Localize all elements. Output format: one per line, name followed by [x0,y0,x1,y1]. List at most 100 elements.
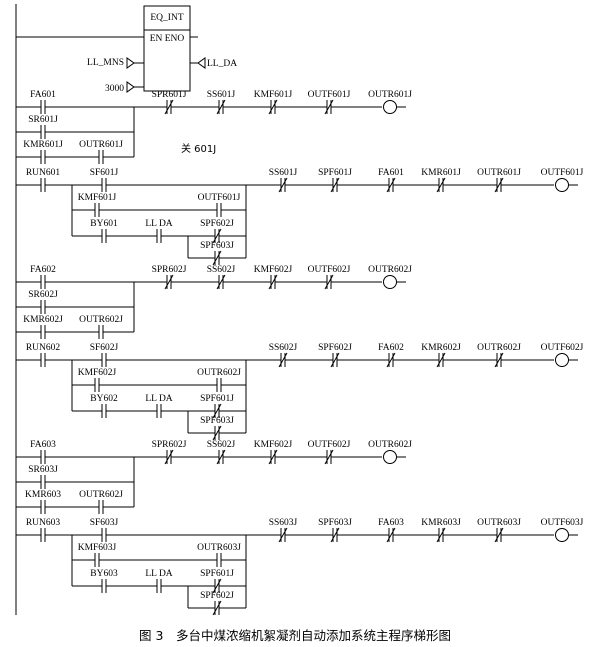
contact-label: SF603J [90,518,119,528]
contact-label: KMF601J [78,193,117,203]
contact-label: SPR601J [152,90,187,100]
no-contact: SF603J [90,518,119,542]
contact-slash [212,228,222,244]
nc-contact: FA603 [378,518,404,543]
contact-label: OUTR601J [477,168,521,178]
contact-label: OUTF602J [308,265,351,275]
contact-label: SPF601J [200,569,234,579]
contact-label: RUN602 [26,343,61,353]
block-input-2: 3000 [105,84,124,94]
output-arrow [197,57,206,69]
contact-slash [278,352,288,368]
output-coil: OUTR602J [368,265,412,289]
contact-label: OUTF601J [541,168,584,178]
nc-contact: SPF603J [200,241,234,266]
contact-label: BY601 [90,219,118,229]
contact-slash [164,99,174,115]
contact-label: OUTR603J [197,543,241,553]
contact-slash [278,177,288,193]
contact-label: OUTR603J [477,518,521,528]
nc-contact: SPF601J [200,394,234,419]
figure-caption: 图 3 多台中煤浓缩机絮凝剂自动添加系统主程序梯形图 [139,628,451,643]
contact-slash [330,352,340,368]
no-contact: KMF601J [78,193,117,217]
contact-slash [212,578,222,594]
contact-slash [386,527,396,543]
nc-contact: SPR602J [152,440,187,465]
nc-contact: SS602J [207,440,236,465]
contact-label: FA601 [30,90,56,100]
no-contact: OUTR602J [197,368,241,392]
contact-slash [216,449,226,465]
contact-label: FA602 [30,265,56,275]
coil-circle [383,450,397,464]
no-contact: RUN602 [26,343,61,367]
contact-slash [216,274,226,290]
block-input-1: LL_MNS [87,58,124,68]
no-contact: OUTF601J [198,193,241,217]
contact-label: OUTR602J [197,368,241,378]
no-contact: LL DA [145,219,173,243]
contact-slash [164,274,174,290]
nc-contact: SS602J [207,265,236,290]
contact-slash [386,177,396,193]
nc-contact: SS601J [269,168,298,193]
contact-slash [386,352,396,368]
contact-label: SR602J [28,290,58,300]
contact-label: OUTF602J [541,343,584,353]
contact-label: SPR602J [152,440,187,450]
contact-label: OUTF603J [541,518,584,528]
coil-circle [383,275,397,289]
contact-label: OUTR601J [368,90,412,100]
contact-slash [268,99,278,115]
contact-slash [324,274,334,290]
contact-label: SPF601J [318,168,352,178]
contact-label: SPF602J [200,591,234,601]
no-contact: LL DA [145,394,173,418]
contact-label: SS603J [269,518,298,528]
no-contact: BY601 [90,219,118,243]
nc-contact: OUTF602J [308,265,351,290]
contact-label: SF602J [90,343,119,353]
nc-contact: SPF602J [200,591,234,616]
nc-contact: SS602J [269,343,298,368]
contact-slash [494,352,504,368]
no-contact: RUN601 [26,168,60,192]
contact-label: KMR601J [23,140,63,150]
block-en-eno: EN ENO [150,34,185,44]
contact-label: KMR602J [421,343,461,353]
contact-label: OUTF601J [198,193,241,203]
contact-slash [212,403,222,419]
no-contact: SR602J [28,290,58,314]
contact-label: SR603J [28,465,58,475]
no-contact: OUTR602J [79,490,123,514]
function-block-box [143,5,191,92]
contact-label: RUN603 [26,518,61,528]
contact-slash [212,425,222,441]
no-contact: BY602 [90,394,118,418]
contact-slash [268,449,278,465]
no-contact: SF602J [90,343,119,367]
no-contact: SR601J [28,115,58,139]
contact-label: SPF603J [200,241,234,251]
no-contact: FA601 [30,90,56,114]
nc-contact: OUTR602J [477,343,521,368]
nc-contact: KMF602J [254,265,293,290]
no-contact: SF601J [90,168,119,192]
contact-label: OUTR602J [368,265,412,275]
contact-label: KMF602J [254,265,293,275]
no-contact: OUTR602J [79,315,123,339]
contact-slash [494,527,504,543]
no-contact: BY603 [90,569,118,593]
input-arrow [126,81,135,93]
nc-contact: KMR602J [421,343,461,368]
no-contact: KMF602J [78,368,117,392]
coil-circle [555,353,569,367]
contact-label: KMF602J [254,440,293,450]
contact-label: OUTR602J [477,343,521,353]
nc-contact: SS601J [207,90,236,115]
contact-label: SPF602J [318,343,352,353]
contact-label: SPF602J [200,219,234,229]
no-contact: LL DA [145,569,173,593]
coil-circle [555,178,569,192]
